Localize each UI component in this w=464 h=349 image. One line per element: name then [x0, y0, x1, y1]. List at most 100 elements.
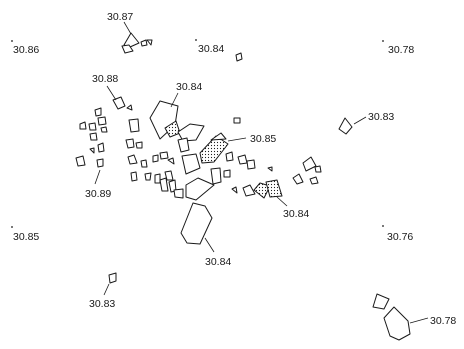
stone — [185, 177, 215, 201]
stone — [146, 39, 153, 46]
spot-marker — [11, 40, 13, 42]
stone — [89, 147, 95, 154]
stone — [237, 154, 248, 165]
stone — [144, 172, 152, 181]
stone — [302, 156, 317, 172]
spot-elevation-label: 30.78 — [388, 44, 414, 56]
leader-line — [227, 137, 247, 142]
stone — [130, 171, 138, 182]
leader-line — [170, 92, 179, 108]
spot-marker — [382, 40, 384, 42]
stone — [126, 104, 133, 111]
stone — [177, 137, 190, 153]
stone — [97, 142, 105, 153]
right-cluster: 30.84 — [237, 154, 322, 220]
callout-label: 30.88 — [92, 73, 118, 85]
spot-elevation-middle-right: 30.76 — [382, 225, 413, 243]
callout-label: 30.85 — [250, 133, 276, 145]
spot-elevation-label: 30.86 — [13, 44, 39, 56]
stone — [128, 118, 140, 133]
stone — [154, 173, 161, 184]
stone — [235, 52, 243, 62]
stone — [125, 138, 135, 149]
central-cluster: 30.84 30.85 — [125, 81, 276, 201]
stone — [314, 165, 322, 173]
large-stone — [149, 100, 179, 140]
stone — [75, 155, 86, 167]
stone — [177, 123, 205, 142]
leader-line — [106, 85, 117, 101]
stone — [233, 117, 241, 124]
stone — [159, 177, 169, 192]
stone — [79, 121, 87, 130]
leader-line — [353, 116, 367, 125]
spot-elevation-label: 30.85 — [13, 231, 39, 243]
callout-label: 30.89 — [85, 188, 111, 200]
leader-line — [276, 196, 288, 207]
stone — [246, 159, 256, 170]
stone — [372, 293, 390, 310]
stone — [97, 116, 107, 126]
callout-label: 30.84 — [176, 81, 202, 93]
bottom-large-stone: 30.84 — [180, 202, 231, 268]
spot-elevation-label: 30.76 — [387, 231, 413, 243]
stone — [108, 272, 117, 284]
stone — [140, 39, 148, 47]
right-single-stone: 30.83 — [338, 111, 394, 135]
callout-label: 30.83 — [368, 111, 394, 123]
spot-marker — [382, 225, 384, 227]
stone — [338, 117, 353, 135]
spot-elevation-middle-left: 30.85 — [11, 226, 39, 243]
leader-line — [123, 21, 132, 35]
leader-line — [103, 283, 110, 296]
leader-line — [409, 317, 429, 324]
callout-label: 30.87 — [107, 11, 133, 23]
stone — [88, 122, 97, 131]
stone — [89, 132, 98, 141]
leader-line — [94, 169, 101, 185]
stone — [242, 184, 256, 197]
bottom-left-stone: 30.83 — [89, 272, 117, 310]
callout-label: 30.83 — [89, 298, 115, 310]
stone — [231, 186, 238, 194]
stone — [181, 153, 201, 175]
spot-elevation-top-right: 30.78 — [382, 40, 414, 56]
stone — [159, 151, 169, 160]
stone — [225, 151, 234, 162]
bottom-right-stones: 30.78 — [372, 293, 456, 341]
spot-elevation-top-center: 30.84 — [195, 39, 224, 55]
large-stone — [180, 202, 213, 245]
left-lower-cluster: 30.89 — [75, 142, 111, 200]
stone — [94, 107, 102, 117]
dotted-stone — [265, 179, 283, 198]
stone — [96, 158, 104, 168]
callout-label: 30.84 — [283, 208, 309, 220]
callout-label: 30.78 — [430, 315, 456, 327]
stone — [383, 306, 411, 341]
stone — [164, 170, 174, 181]
spot-marker — [195, 39, 197, 41]
spot-marker — [11, 226, 13, 228]
leader-line — [204, 237, 215, 253]
stone — [173, 188, 184, 199]
stone — [210, 167, 222, 185]
spot-elevation-top-left: 30.86 — [11, 40, 39, 56]
left-upper-cluster: 30.88 — [79, 73, 133, 141]
spot-elevation-label: 30.84 — [198, 43, 224, 55]
stone — [267, 166, 273, 172]
stone — [223, 169, 231, 178]
stone — [167, 157, 175, 165]
stone — [135, 141, 143, 149]
stone — [152, 154, 159, 163]
stone — [292, 173, 304, 185]
stone — [121, 44, 134, 54]
stone — [127, 154, 138, 165]
stone — [210, 132, 227, 141]
callout-label: 30.84 — [205, 256, 231, 268]
top-stone-group: 30.87 — [107, 11, 243, 62]
stone — [100, 126, 108, 133]
stone — [309, 176, 319, 185]
stone — [140, 159, 148, 168]
